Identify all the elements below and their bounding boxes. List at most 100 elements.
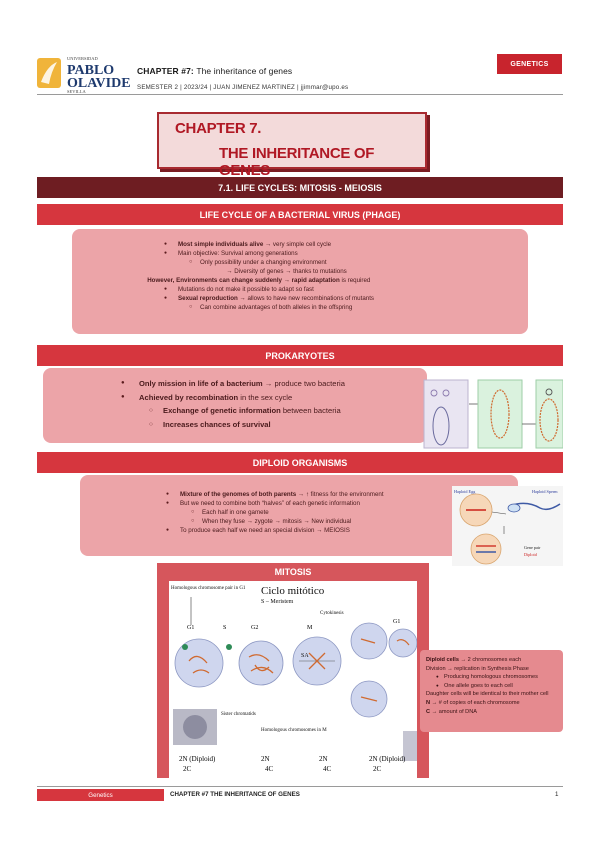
list-item: Increases chances of survival xyxy=(149,418,345,432)
diploid-list: Mixture of the genomes of both parents →… xyxy=(166,490,384,535)
fertilization-figure: Haploid Egg Haploid Sperm Gene pair Dipl… xyxy=(452,486,563,566)
list-item-bold: Only mission in life of a bacterium xyxy=(139,379,263,388)
mitosis-panel: MITOSIS Ciclo mitótico S – Meristem Homo… xyxy=(157,563,429,778)
logo-bottom-text: SEVILLA xyxy=(67,89,86,94)
sister-label: Sister chromatids xyxy=(221,712,256,717)
list-item-bold: Sexual reproduction xyxy=(178,295,238,302)
count-n-label: 2N (Diploid) xyxy=(179,755,216,763)
phase-g1-b: G1 xyxy=(393,619,400,625)
note-line: Daughter cells will be identical to thei… xyxy=(426,690,557,699)
phase-g2: G2 xyxy=(251,625,258,631)
cytokinesis-label: Cytokinesis xyxy=(320,611,344,616)
note-line: One allele goes to each cell xyxy=(426,682,557,691)
note-line: Division → replication in Synthesis Phas… xyxy=(426,665,557,674)
list-item: Mixture of the genomes of both parents →… xyxy=(166,490,384,499)
list-item-bold: However, Environments can change suddenl… xyxy=(147,277,340,284)
note-text: Daughter cells will be identical to thei… xyxy=(426,691,549,698)
gene-pair-label: Gene pair xyxy=(524,545,541,550)
count-n-label: 2N (Diploid) xyxy=(369,755,406,763)
diploid-box: Mixture of the genomes of both parents →… xyxy=(80,475,518,556)
mitosis-heading: MITOSIS xyxy=(274,567,312,577)
list-item: Only mission in life of a bacterium → pr… xyxy=(121,377,345,391)
header-title: CHAPTER #7: The inheritance of genes xyxy=(137,66,292,76)
note-line: Producing homologous chromosomes xyxy=(426,673,557,682)
list-item-text: Each half in one gamete xyxy=(202,509,269,516)
list-item-text: → very simple cell cycle xyxy=(263,241,332,248)
haploid-egg-label: Haploid Egg xyxy=(454,489,476,494)
haploid-sperm-label: Haploid Sperm xyxy=(532,489,558,494)
phase-g1-a: G1 xyxy=(187,625,194,631)
list-item-text: is required xyxy=(339,277,371,284)
list-item-text: To produce each half we need an special … xyxy=(180,527,350,534)
diploid-label: Diploid xyxy=(524,552,538,557)
list-item-text: → produce two bacteria xyxy=(262,379,345,388)
note-text: → amount of DNA xyxy=(430,708,477,715)
note-bold: N xyxy=(426,699,431,706)
list-item-text: Can combine advantages of both alleles i… xyxy=(200,304,353,311)
list-item-text: Only possibility under a changing enviro… xyxy=(200,259,327,266)
page-number: 1 xyxy=(555,791,559,798)
list-item: Exchange of genetic information between … xyxy=(149,404,345,418)
note-text: Division → replication in Synthesis Phas… xyxy=(426,665,529,672)
list-item: Achieved by recombination in the sex cyc… xyxy=(121,391,345,405)
list-item-text: → allows to have new recombinations of m… xyxy=(237,295,375,302)
list-item: However, Environments can change suddenl… xyxy=(147,276,374,285)
count-c-label: 4C xyxy=(265,765,274,773)
note-line: C → amount of DNA xyxy=(426,708,557,717)
list-item: Most simple individuals alive → very sim… xyxy=(164,240,374,249)
note-text: → 2 chromosomes each xyxy=(458,657,522,663)
list-item-bold: Exchange of genetic information xyxy=(163,406,281,415)
note-bold: C xyxy=(426,708,431,715)
chapter-title-box: CHAPTER 7. THE INHERITANCE OF GENES xyxy=(157,112,427,179)
list-item: Only possibility under a changing enviro… xyxy=(189,258,374,267)
list-item-text: Main objective: Survival among generatio… xyxy=(178,250,298,257)
list-item-text: → Diversity of genes → thanks to mutatio… xyxy=(226,268,347,275)
note-line: N → # of copies of each chromosome xyxy=(426,699,557,708)
logo-top-text: UNIVERSIDAD xyxy=(67,56,98,61)
list-item: To produce each half we need an special … xyxy=(166,526,384,535)
list-item: Can combine advantages of both alleles i… xyxy=(189,303,374,312)
prokaryotes-list: Only mission in life of a bacterium → pr… xyxy=(121,377,345,432)
footer-divider xyxy=(37,786,563,787)
logo-line1: PABLO xyxy=(67,63,114,78)
note-bold: Diploid cells xyxy=(426,657,459,663)
list-item-bold: Mixture of the genomes of both parents xyxy=(180,491,297,498)
list-item-bold: Increases chances of survival xyxy=(163,419,271,429)
prokaryotes-box: Only mission in life of a bacterium → pr… xyxy=(43,368,427,443)
count-n-label: 2N xyxy=(319,755,328,763)
list-item: But we need to combine both “halves” of … xyxy=(166,499,384,508)
phage-heading: LIFE CYCLE OF A BACTERIAL VIRUS (PHAGE) xyxy=(37,204,563,225)
note-text: → # of copies of each chromosome xyxy=(430,699,520,706)
list-item-text: But we need to combine both “halves” of … xyxy=(180,500,360,507)
list-item: Each half in one gamete xyxy=(191,508,384,517)
phase-s: S xyxy=(223,625,226,631)
diploid-heading: DIPLOID ORGANISMS xyxy=(37,452,563,473)
logo-line2: OLAVIDE xyxy=(67,76,131,91)
list-item-bold: Achieved by recombination xyxy=(139,392,239,402)
count-n-label: 2N xyxy=(261,755,270,763)
figure-subheading: S – Meristem xyxy=(261,599,294,605)
note-text: One allele goes to each cell xyxy=(444,682,513,689)
phage-list: Most simple individuals alive → very sim… xyxy=(147,240,375,312)
mitosis-cycle-figure: Ciclo mitótico S – Meristem Homologous c… xyxy=(169,581,418,778)
bacteria-figure xyxy=(423,378,564,450)
list-item: When they fuse → zygote → mitosis → New … xyxy=(191,517,384,526)
header-chapter-name: The inheritance of genes xyxy=(196,66,293,76)
list-item: Sexual reproduction → allows to have new… xyxy=(164,294,375,303)
count-c-label: 2C xyxy=(183,765,192,773)
header-chapter-label: CHAPTER #7: xyxy=(137,66,194,76)
figure-heading: Ciclo mitótico xyxy=(261,585,325,597)
header-subtitle: SEMESTER 2 | 2023/24 | JUAN JIMENEZ MART… xyxy=(137,84,349,91)
homologous-label: Homologous chromosome pair in G1 xyxy=(171,586,246,591)
list-item-text: in the sex cycle xyxy=(238,392,293,402)
homologs-m-label: Homologous chromosomes in M xyxy=(261,728,327,733)
phage-box: Most simple individuals alive → very sim… xyxy=(72,229,528,334)
footer-tag: Genetics xyxy=(37,789,164,801)
university-logo: UNIVERSIDAD PABLO OLAVIDE SEVILLA xyxy=(37,52,133,94)
footer-text: CHAPTER #7 THE INHERITANCE OF GENES xyxy=(170,791,300,798)
chapter-title-line1: CHAPTER 7. xyxy=(175,120,262,137)
sa-label: SA xyxy=(301,653,309,659)
chapter-title-line2: THE INHERITANCE OF GENES xyxy=(219,145,375,179)
